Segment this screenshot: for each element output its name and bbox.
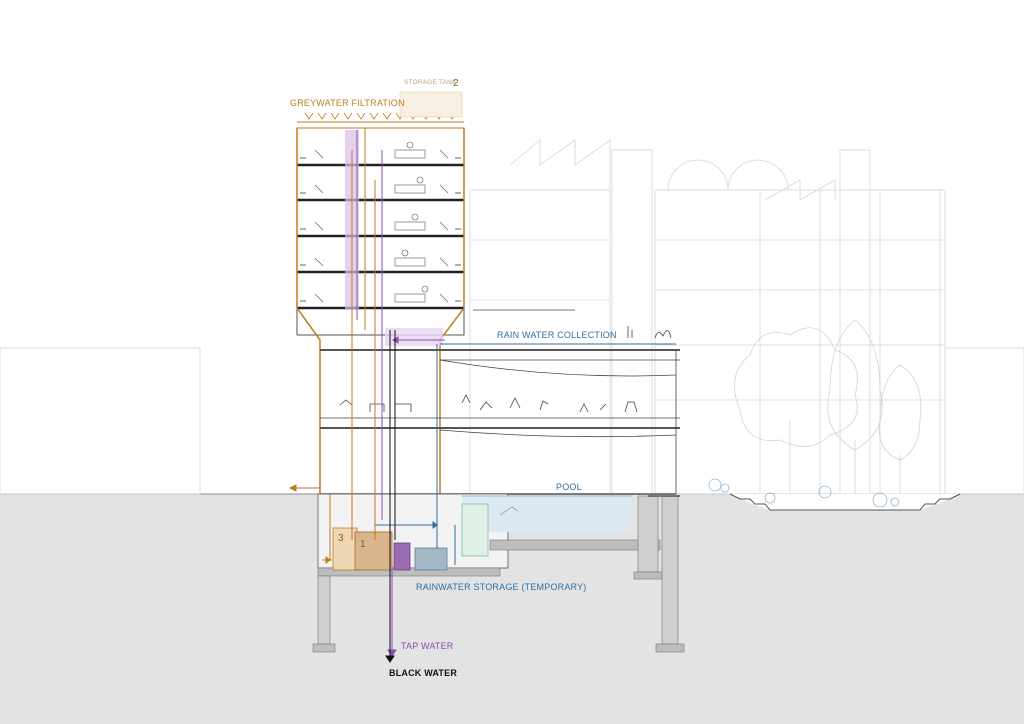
storage-tank-number: 2 xyxy=(453,78,459,89)
rainwater-pipes xyxy=(375,344,456,565)
tower xyxy=(296,91,465,494)
tank-3-label: 3 xyxy=(338,533,344,544)
ground-fill xyxy=(0,494,1024,724)
pool-label: POOL xyxy=(556,482,582,492)
rainwater-storage-label: RAINWATER STORAGE (TEMPORARY) xyxy=(416,582,587,592)
tank-1-label: 1 xyxy=(360,539,366,550)
rain-water-collection-label: RAIN WATER COLLECTION xyxy=(497,330,617,340)
podium xyxy=(320,349,680,495)
tap-water-label: TAP WATER xyxy=(401,641,454,651)
greywater-filtration-label: GREYWATER FILTRATION xyxy=(290,98,405,108)
storage-tank-label: STORAGE TANK xyxy=(404,79,457,86)
tanks xyxy=(332,527,448,571)
background-trees xyxy=(734,319,922,494)
landscape-terrain xyxy=(680,493,1024,511)
black-water-label: BLACK WATER xyxy=(389,668,458,678)
shrubs xyxy=(708,478,900,508)
roof-deck xyxy=(440,309,676,345)
pool xyxy=(461,495,632,557)
greywater-pipes xyxy=(288,128,376,564)
background-buildings xyxy=(0,139,1024,495)
blackwater-pipe xyxy=(385,330,396,663)
tapwater-pipes xyxy=(356,130,445,657)
